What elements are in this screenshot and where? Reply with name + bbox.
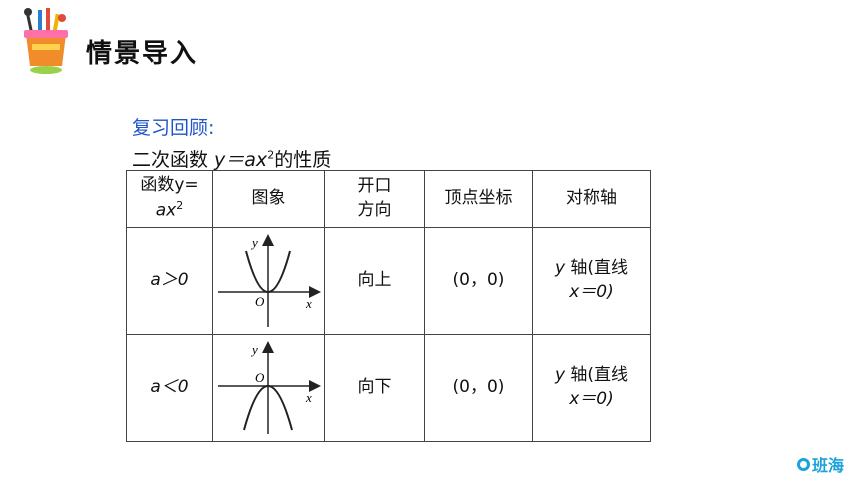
header-opening-line2: 方向 — [357, 200, 392, 220]
axis-text: 轴(直线 — [570, 365, 629, 386]
page-title: 情景导入 — [86, 39, 199, 69]
graph-cell: y O x — [212, 227, 325, 335]
header-vertex: 顶点坐标 — [424, 170, 533, 228]
subtitle-prefix: 二次函数 — [132, 149, 215, 171]
axis-equation: x＝0) — [569, 282, 614, 302]
downward-parabola-graph: y O x — [217, 341, 321, 434]
subtitle-suffix: 的性质 — [274, 149, 332, 171]
brand-name: 班海 — [811, 456, 844, 475]
direction-cell: 向上 — [324, 227, 425, 335]
axis-var: y — [554, 365, 565, 386]
header-function-line2: ax — [155, 200, 177, 221]
table-row: a＜0 y O x 向下 (0，0) y 轴(直线 x＝0) — [126, 334, 651, 442]
axis-cell: y 轴(直线 x＝0) — [532, 334, 651, 442]
table-row: a＞0 y O x 向上 (0，0) y 轴(直线 x＝0) — [126, 227, 651, 335]
graph-y-label: y — [250, 342, 258, 357]
header-function-exp: 2 — [176, 199, 184, 213]
axis-equation: x＝0) — [569, 389, 614, 409]
graph-origin-label: O — [255, 294, 265, 309]
vertex-cell: (0，0) — [424, 334, 533, 442]
graph-y-label: y — [250, 235, 258, 250]
header-opening-line1: 开口 — [357, 176, 392, 197]
axis-var: y — [554, 258, 565, 279]
function-subtitle: 二次函数 y＝ax2的性质 — [132, 145, 331, 172]
review-heading: 复习回顾: — [132, 117, 215, 139]
condition-cell: a＜0 — [126, 334, 213, 442]
graph-x-label: x — [305, 296, 312, 311]
brand-circle-icon — [796, 457, 810, 471]
brand-logo: 班海 — [796, 452, 844, 476]
header-function-line1: 函数y= — [140, 175, 199, 196]
subtitle-formula: y＝ax — [214, 149, 268, 171]
properties-table: 函数y= ax2 图象 开口 方向 顶点坐标 对称轴 a＞0 y O — [126, 170, 651, 442]
table-header-row: 函数y= ax2 图象 开口 方向 顶点坐标 对称轴 — [126, 170, 651, 228]
graph-x-label: x — [305, 390, 312, 405]
header-opening: 开口 方向 — [324, 170, 425, 228]
axis-cell: y 轴(直线 x＝0) — [532, 227, 651, 335]
header-function: 函数y= ax2 — [126, 170, 213, 228]
header-axis: 对称轴 — [532, 170, 651, 228]
pencil-cup-icon — [22, 6, 70, 80]
graph-origin-label: O — [255, 370, 265, 385]
axis-text: 轴(直线 — [570, 258, 629, 279]
condition-cell: a＞0 — [126, 227, 213, 335]
vertex-cell: (0，0) — [424, 227, 533, 335]
header-graph: 图象 — [212, 170, 325, 228]
subtitle-exponent: 2 — [267, 148, 275, 162]
graph-cell: y O x — [212, 334, 325, 442]
upward-parabola-graph: y O x — [217, 234, 321, 327]
direction-cell: 向下 — [324, 334, 425, 442]
